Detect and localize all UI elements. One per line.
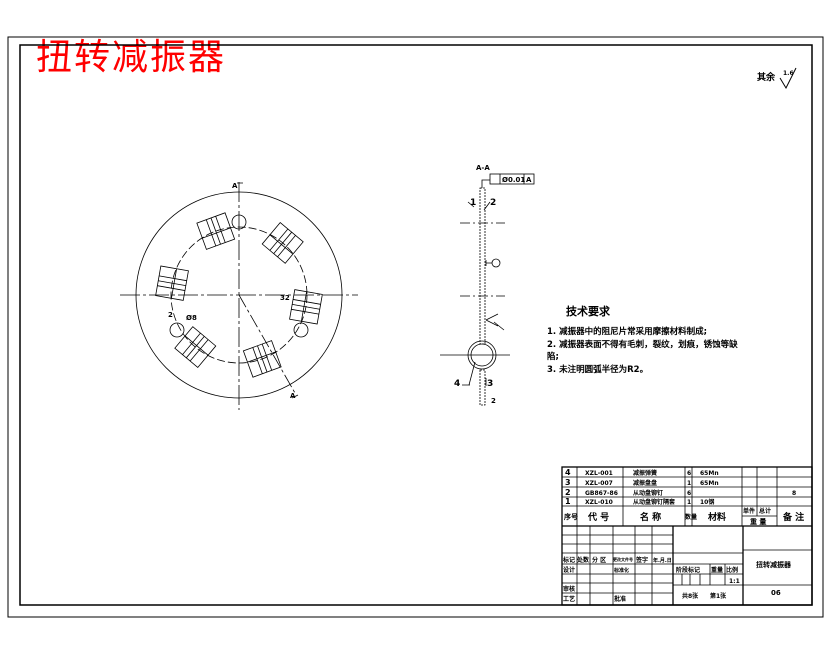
section-label: A-A: [476, 164, 490, 172]
drawing-number: 06: [771, 589, 781, 597]
roughness-value: 1.6: [783, 70, 794, 77]
header-weight: 重 量: [750, 517, 766, 526]
title-block-grid: [562, 526, 812, 605]
cell-qty: 1: [687, 499, 691, 506]
cell-name: 减振弹簧: [633, 469, 657, 477]
cell-material: 65Mn: [700, 480, 719, 487]
section-mark-a-top: A: [232, 182, 238, 190]
section-mark-a-bottom: A: [290, 392, 296, 400]
cell-qty: 6: [687, 470, 691, 477]
spring-window: [242, 340, 282, 378]
tech-req-1: 1. 减振器中的阻尼片常采用摩擦材料制成;: [547, 326, 707, 337]
part-name: 扭转减振器: [756, 560, 792, 569]
dim-32: 32: [280, 294, 290, 302]
cell-no: 1: [565, 497, 571, 506]
tech-req-2: 2. 减振器表面不得有毛刺，裂纹，划痕，锈蚀等缺: [547, 339, 738, 350]
header-total: 总计: [759, 507, 771, 515]
balloon-4: 4: [454, 379, 460, 389]
sheet-count: 共8张: [682, 592, 699, 600]
cell-note: 8: [792, 490, 796, 497]
cell-name: 从动盘铆钉: [633, 489, 663, 497]
rev-doc: 更改文件号: [613, 556, 633, 562]
cell-qty: 1: [687, 480, 691, 487]
dim-diameter-8: Ø8: [186, 314, 197, 322]
front-view: [120, 182, 358, 410]
parts-list-grid: [561, 466, 813, 606]
outer-border: [7, 36, 824, 618]
process-label: 工艺: [563, 595, 575, 603]
cell-no: 4: [565, 468, 571, 477]
standard-label: 标准化: [613, 567, 629, 574]
cell-code: GB867-86: [585, 490, 618, 497]
cell-code: XZL-010: [585, 499, 613, 506]
inner-border: [19, 44, 813, 606]
scale-value: 1:1: [729, 578, 740, 585]
roughness-symbol-icon: [779, 67, 797, 90]
stage-label: 阶段标记: [676, 566, 700, 574]
tech-req-2b: 陷;: [547, 351, 559, 362]
balloon-2: 2: [490, 198, 496, 208]
spring-window: [196, 212, 236, 250]
spring-window: [174, 326, 217, 369]
datum-label: A: [526, 176, 532, 184]
header-no: 序号: [563, 512, 578, 521]
spring-window: [155, 265, 189, 301]
balloon-3: 3: [487, 379, 493, 389]
header-code: 代 号: [587, 511, 609, 523]
tolerance-value: Ø0.01: [502, 176, 525, 184]
roughness-label: 其余: [757, 71, 776, 83]
title-block: 标记 处数 分 区 更改文件号 签字 年.月.日 设计 标准化 审核 工艺 批准…: [562, 556, 792, 603]
rev-zone: 分 区: [592, 556, 606, 564]
spring-window: [289, 289, 323, 325]
rev-count: 处数: [576, 556, 590, 564]
header-name: 名 称: [640, 511, 661, 523]
rev-mark: 标记: [562, 556, 575, 564]
header-material: 材料: [707, 511, 726, 523]
balloon-1: 1: [470, 198, 476, 208]
cell-material: 65Mn: [700, 470, 719, 477]
parts-row: 3 XZL-007 减振盘盘 1 65Mn: [565, 478, 719, 487]
parts-row: 2 GB867-86 从动盘铆钉 6 8: [565, 488, 796, 497]
rev-sign: 签字: [635, 556, 648, 564]
dim-2: 2: [168, 311, 173, 319]
parts-row: 4 XZL-001 减振弹簧 6 65Mn: [565, 468, 719, 477]
parts-row: 1 XZL-010 从动盘铆钉隔套 1 10钢: [565, 497, 714, 506]
drawing-title: 扭转减振器: [36, 37, 227, 78]
spring-window: [261, 221, 304, 264]
tech-req-title: 技术要求: [566, 304, 611, 318]
review-label: 审核: [563, 585, 575, 593]
header-unit: 单件: [743, 507, 755, 515]
cell-no: 3: [565, 478, 571, 487]
approve-label: 批准: [614, 595, 626, 603]
header-qty: 数量: [685, 513, 697, 521]
cell-name: 减振盘盘: [633, 479, 657, 487]
sheet-number: 第1张: [709, 592, 727, 600]
cell-material: 10钢: [700, 498, 714, 506]
cell-no: 2: [565, 488, 571, 497]
parts-list-header: 序号 代 号 名 称 数量 材料 单件 总计 重 量 备 注: [563, 507, 804, 526]
cell-name: 从动盘铆钉隔套: [633, 498, 675, 506]
tech-req-3: 3. 未注明圆弧半径为R2。: [547, 364, 648, 375]
design-label: 设计: [563, 566, 575, 574]
header-note: 备 注: [782, 511, 804, 523]
dim-thickness: 2: [491, 397, 496, 405]
cell-qty: 6: [687, 490, 691, 497]
section-view: [440, 173, 535, 406]
weight-label: 重量: [711, 566, 723, 574]
cell-code: XZL-007: [585, 480, 613, 487]
rev-date: 年.月.日: [653, 557, 672, 564]
cell-code: XZL-001: [585, 470, 613, 477]
scale-label: 比例: [726, 566, 738, 574]
